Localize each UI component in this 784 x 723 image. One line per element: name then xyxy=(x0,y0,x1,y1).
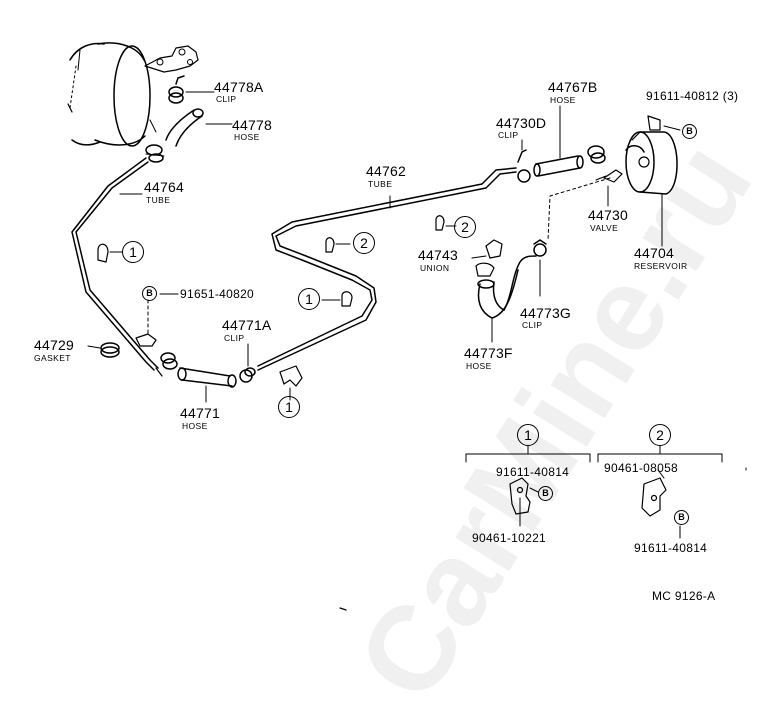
label-44729-name: GASKET xyxy=(34,353,71,363)
tube-bracket xyxy=(135,293,179,347)
label-44773F: 44773F xyxy=(464,345,513,361)
bolt-marker-reservoir: B xyxy=(682,124,697,139)
label-44729: 44729 xyxy=(34,337,74,353)
legend-bracket-1 xyxy=(465,445,591,527)
vacuum-line-diagram xyxy=(67,42,747,611)
legend-bracket-2 xyxy=(597,445,747,539)
label-91611-40814-b: 91611-40814 xyxy=(634,541,708,555)
label-44704: 44704 xyxy=(634,245,674,261)
clip-44730D xyxy=(517,139,531,183)
tube-44764 xyxy=(71,157,159,371)
hose-44773F xyxy=(477,255,537,343)
label-91611-40812: 91611-40812 (3) xyxy=(646,89,739,103)
label-44778: 44778 xyxy=(232,117,272,133)
tube-44762 xyxy=(257,167,517,371)
label-44743-name: UNION xyxy=(420,263,450,273)
bolt-marker-left: B xyxy=(142,286,157,301)
label-44773F-name: HOSE xyxy=(466,361,492,371)
label-91611-40814-a: 91611-40814 xyxy=(496,465,570,479)
label-44730D-name: CLIP xyxy=(498,130,519,140)
label-90461-08058: 90461-08058 xyxy=(604,461,679,475)
ref-marker-2-upper: 2 xyxy=(353,232,375,254)
clamp-1-bottom xyxy=(279,365,303,401)
legend-marker-2: 2 xyxy=(649,424,671,446)
label-44778A-name: CLIP xyxy=(216,94,237,104)
label-44767B: 44767B xyxy=(548,79,598,95)
label-44771A: 44771A xyxy=(222,317,272,333)
label-44762-name: TUBE xyxy=(368,179,393,189)
bolt-marker-legend-1: B xyxy=(538,486,553,501)
brake-booster xyxy=(67,42,199,147)
clamp-2-upper xyxy=(325,237,351,253)
bracket-part-1 xyxy=(509,477,539,515)
label-44764: 44764 xyxy=(144,179,184,195)
label-44773G: 44773G xyxy=(520,305,572,321)
label-44704-name: RESERVOIR xyxy=(634,261,688,271)
ref-marker-1-left: 1 xyxy=(122,241,144,263)
gasket-44729 xyxy=(87,342,120,358)
label-44730-name: VALVE xyxy=(590,223,619,233)
label-44730D: 44730D xyxy=(496,115,547,131)
figure-code: MC 9126-A xyxy=(652,589,716,603)
reservoir-44704 xyxy=(625,115,681,247)
label-44771: 44771 xyxy=(180,405,220,421)
clip-reservoir xyxy=(587,145,606,164)
bolt-marker-legend-2: B xyxy=(674,510,689,525)
stray-mark xyxy=(339,607,347,611)
label-44773G-name: CLIP xyxy=(522,320,543,330)
hose-44778 xyxy=(165,108,233,147)
bracket-part-2 xyxy=(641,469,667,517)
ref-marker-1-bottom: 1 xyxy=(278,396,300,418)
label-44771-name: HOSE xyxy=(182,421,208,431)
label-44771A-name: CLIP xyxy=(224,333,245,343)
label-91651-40820: 91651-40820 xyxy=(180,287,255,301)
label-44778A: 44778A xyxy=(214,79,264,95)
label-44762: 44762 xyxy=(366,163,406,179)
label-44767B-name: HOSE xyxy=(550,95,576,105)
ref-marker-1-center: 1 xyxy=(298,288,320,310)
clip-44778A xyxy=(168,75,215,104)
label-44730: 44730 xyxy=(588,207,628,223)
union-44743 xyxy=(471,239,503,277)
label-44743: 44743 xyxy=(418,247,458,263)
clip-44771-left xyxy=(155,352,178,377)
valve-44730 xyxy=(547,169,623,241)
legend-marker-1: 1 xyxy=(517,424,539,446)
hose-44767B xyxy=(533,105,584,177)
clip-44773G xyxy=(533,239,547,297)
clip-booster-outlet xyxy=(145,144,165,163)
label-90461-10221: 90461-10221 xyxy=(472,531,547,545)
label-44764-name: TUBE xyxy=(146,195,171,205)
clip-44771A xyxy=(239,343,256,383)
label-44778-name: HOSE xyxy=(234,132,260,142)
clamp-1-center xyxy=(321,291,353,307)
clamp-1-left xyxy=(97,243,123,263)
ref-marker-2-right: 2 xyxy=(454,216,476,238)
clamp-2-right xyxy=(435,215,457,231)
hose-44771 xyxy=(177,367,237,403)
